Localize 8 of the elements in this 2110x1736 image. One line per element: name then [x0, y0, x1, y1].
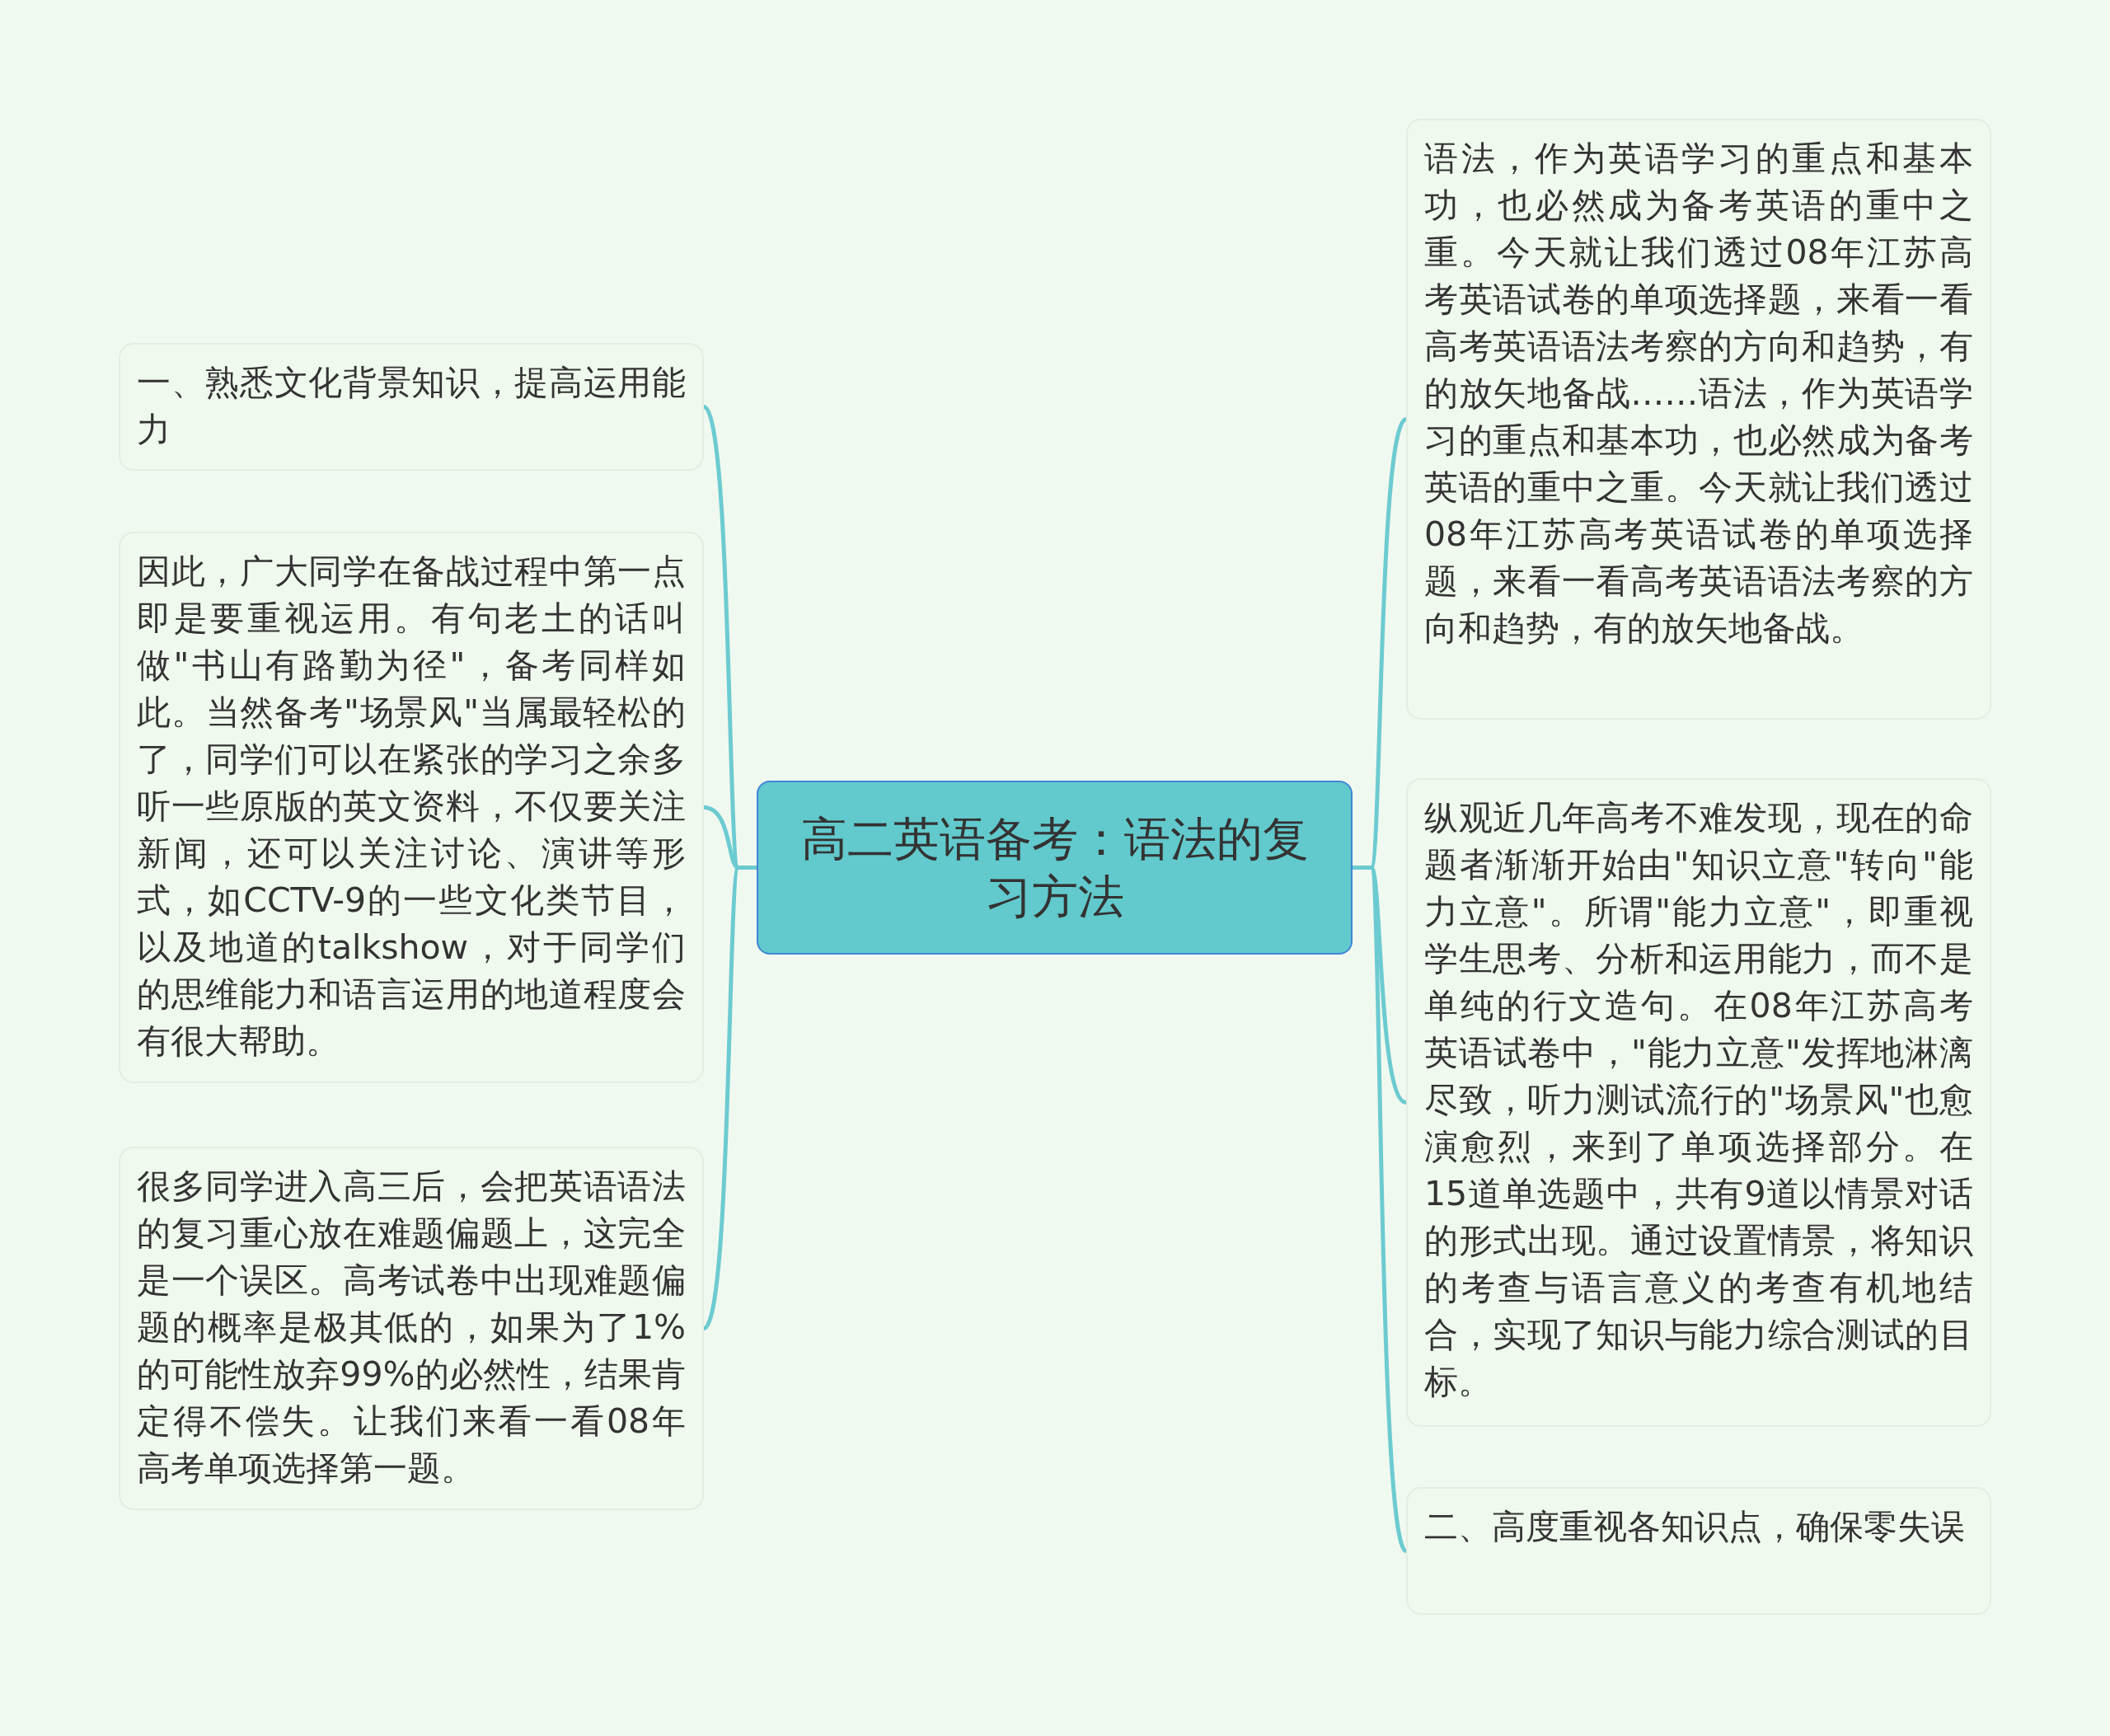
topic-box: 很多同学进入高三后，会把英语语法的复习重心放在难题偏题上，这完全是一个误区。高考试卷中出现难题偏题的概率是极其低的，如果为了1%的可能性放弃99%的必然性，结果肯定得不偿失。让我们来看一看08年高考单项选择第一题。	[119, 1147, 704, 1510]
topic-box: 语法，作为英语学习的重点和基本功，也必然成为备考英语的重中之重。今天就让我们透过08年江苏高考英语试卷的单项选择题，来看一看高考英语语法考察的方向和趋势，有的放矢地备战……语法，作为英语学习的重点和基本功，也必然成为备考英语的重中之重。今天就让我们透过08年江苏高考英语试卷的单项选择题，来看一看高考英语语法考察的方向和趋势，有的放矢地备战。	[1406, 119, 1991, 720]
topic-box: 一、熟悉文化背景知识，提高运用能力	[119, 343, 704, 471]
topic-box: 因此，广大同学在备战过程中第一点即是要重视运用。有句老土的话叫做"书山有路勤为径"，备考同样如此。当然备考"场景风"当属最轻松的了，同学们可以在紧张的学习之余多听一些原版的英文资料，不仅要关注新闻，还可以关注讨论、演讲等形式，如CCTV-9的一些文化类节目，以及地道的talkshow，对于同学们的思维能力和语言运用的地道程度会有很大帮助。	[119, 532, 704, 1083]
topic-box: 纵观近几年高考不难发现，现在的命题者渐渐开始由"知识立意"转向"能力立意"。所谓"能力立意"，即重视学生思考、分析和运用能力，而不是单纯的行文造句。在08年江苏高考英语试卷中，"能力立意"发挥地淋漓尽致，听力测试流行的"场景风"也愈演愈烈，来到了单项选择部分。在15道单选题中，共有9道以情景对话的形式出现。通过设置情景，将知识的考查与语言意义的考查有机地结合，实现了知识与能力综合测试的目标。	[1406, 778, 1991, 1427]
topic-box: 二、高度重视各知识点，确保零失误	[1406, 1487, 1991, 1615]
central-topic-box: 高二英语备考：语法的复习方法	[757, 781, 1353, 955]
connector-line	[701, 866, 757, 1330]
